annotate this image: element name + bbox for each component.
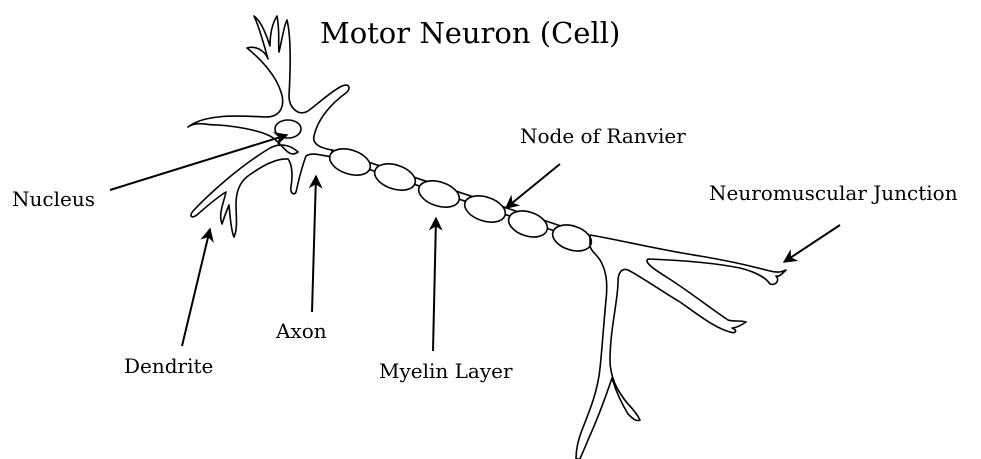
myelin-segment-6 <box>549 220 594 255</box>
nucleus-shape <box>275 120 301 138</box>
axon-terminal-outline <box>576 235 786 459</box>
arrow-neuromuscular-junction <box>784 225 840 262</box>
arrow-dendrite <box>182 229 210 346</box>
myelin-segment-5 <box>505 206 550 241</box>
arrow-myelin-layer <box>433 218 436 351</box>
myelin-segment-3 <box>415 176 462 212</box>
arrow-node-of-ranvier <box>506 164 560 208</box>
arrow-axon <box>312 176 316 312</box>
arrow-nucleus <box>110 135 287 190</box>
cell-body-outline <box>188 16 349 237</box>
myelin-segment-1 <box>326 144 373 180</box>
myelin-segment-2 <box>371 159 418 195</box>
myelin-segment-4 <box>461 191 508 227</box>
